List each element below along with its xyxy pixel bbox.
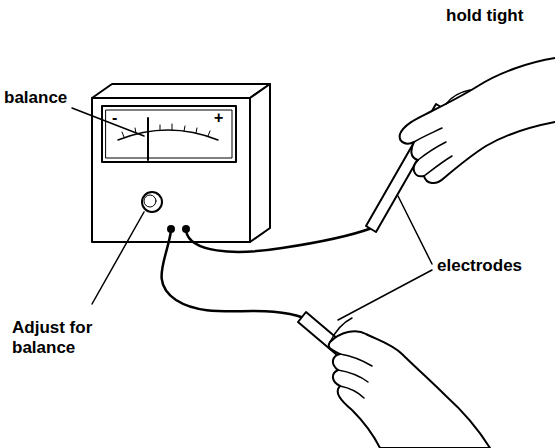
label: hold tight — [446, 6, 523, 26]
part-label: Adjust for balance — [12, 318, 120, 359]
finger-lines — [414, 128, 452, 176]
thumb — [330, 318, 352, 342]
adjust-knob — [142, 192, 162, 212]
finger-lines — [338, 354, 372, 398]
meter-window-inner — [106, 110, 232, 158]
thumb — [446, 90, 470, 104]
wire — [162, 231, 304, 318]
meter-window — [102, 106, 236, 162]
wire — [186, 228, 372, 252]
meter-needle — [147, 118, 149, 160]
leader-line — [398, 196, 432, 264]
meter-front — [92, 98, 250, 242]
part-label: electrodes — [437, 256, 522, 276]
scale-ticks — [122, 124, 210, 137]
meter-side — [250, 84, 270, 242]
hand — [329, 331, 490, 448]
meter-top — [92, 84, 270, 98]
scale-sign: + — [214, 110, 223, 126]
leader-line — [92, 212, 144, 304]
leader-line — [338, 270, 432, 320]
scale-sign: - — [112, 110, 117, 126]
hand — [400, 58, 555, 183]
part-label: balance — [4, 88, 67, 108]
leader-line — [72, 108, 144, 136]
adjust-knob-cap — [144, 195, 156, 207]
